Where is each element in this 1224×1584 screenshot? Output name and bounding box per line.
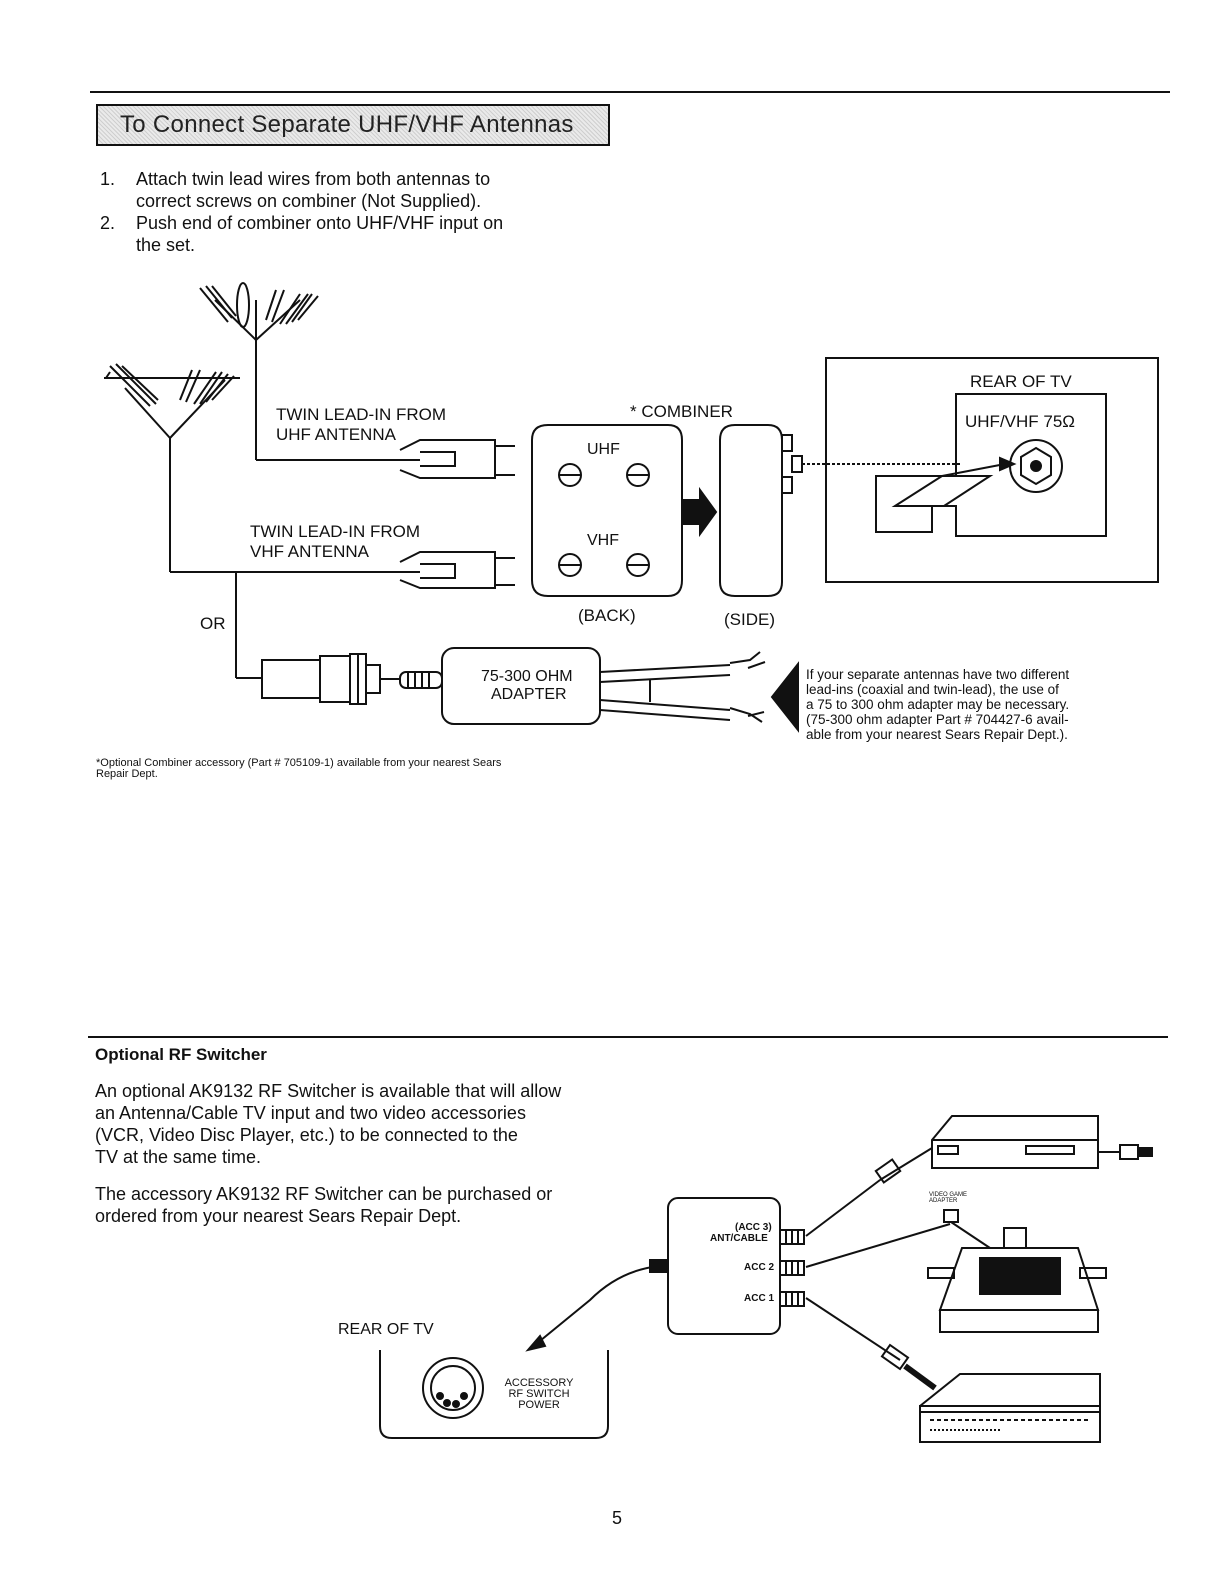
video-game-console-icon [927, 1209, 1107, 1333]
acc1-label: ACC 1 [744, 1293, 775, 1304]
accessory-line: ACCESSORY [504, 1377, 574, 1389]
uhf-lead-label-line2: UHF ANTENNA [276, 425, 396, 444]
cable-plug [649, 1259, 669, 1273]
video-game-line: VIDEO GAME [929, 1192, 968, 1198]
section2-title: Optional RF Switcher [95, 1045, 267, 1064]
video-game-line: ADAPTER [929, 1198, 958, 1204]
note-line: a 75 to 300 ohm adapter may be necessary… [806, 697, 1070, 712]
accessory-line: RF SWITCH [508, 1388, 570, 1400]
adapter-label-line2: ADAPTER [491, 686, 567, 703]
uhf-twin-lead-connector [399, 439, 515, 479]
footnote-line: Repair Dept. [96, 768, 158, 780]
vhf-lead-label-line2: VHF ANTENNA [250, 542, 370, 561]
acc2-label: ACC 2 [744, 1262, 775, 1273]
adapter-note: If your separate antennas have two diffe… [806, 667, 1158, 742]
tv-rear-panel [825, 357, 1159, 583]
note-pointer-icon [770, 661, 799, 733]
para-line: TV at the same time. [95, 1147, 262, 1167]
arrow-right-icon [683, 486, 718, 538]
tv-rear-panel-2 [379, 1350, 609, 1439]
adapter-label-line1: 75-300 OHM [481, 668, 573, 685]
para-line: (VCR, Video Disc Player, etc.) to be con… [95, 1125, 518, 1145]
back-view-label: (BACK) [578, 606, 636, 625]
step-item: 2. Push end of combiner onto UHF/VHF inp… [100, 212, 580, 256]
para-line: The accessory AK9132 RF Switcher can be … [95, 1184, 553, 1204]
page-number: 5 [612, 1508, 623, 1528]
power-cable [534, 1265, 661, 1346]
footnote: *Optional Combiner accessory (Part # 705… [96, 758, 696, 780]
accessory-power-label: ACCESSORY RF SWITCH POWER [493, 1378, 585, 1411]
section-title-banner: To Connect Separate UHF/VHF Antennas [96, 104, 610, 146]
step-number: 1. [100, 169, 116, 189]
rf-switcher-paragraph-2: The accessory AK9132 RF Switcher can be … [95, 1183, 655, 1227]
rear-of-tv-label: REAR OF TV [970, 372, 1072, 391]
note-line: able from your nearest Sears Repair Dept… [806, 727, 1068, 742]
step-text-line: Attach twin lead wires from both antenna… [136, 169, 491, 189]
top-rule [90, 91, 1170, 93]
or-label: OR [200, 614, 226, 633]
step-item: 1. Attach twin lead wires from both ante… [100, 168, 580, 212]
step-text-line: the set. [136, 235, 196, 255]
vhf-twin-lead-connector [399, 551, 515, 589]
accessory-line: POWER [518, 1399, 560, 1411]
step-number: 2. [100, 213, 116, 233]
note-line: lead-ins (coaxial and twin-lead), the us… [806, 682, 1059, 697]
tv-input-label: UHF/VHF 75Ω [965, 412, 1076, 431]
step-text-line: correct screws on combiner (Not Supplied… [136, 191, 482, 211]
note-line: If your separate antennas have two diffe… [806, 667, 1070, 682]
side-view-label: (SIDE) [724, 610, 775, 629]
video-disc-player-icon [919, 1373, 1101, 1443]
rf-switcher-paragraph-1: An optional AK9132 RF Switcher is availa… [95, 1080, 655, 1168]
combiner-label: * COMBINER [630, 402, 733, 421]
vhf-antenna-icon [104, 363, 420, 679]
accessory-cables [805, 1147, 951, 1391]
vcr-icon [931, 1115, 1153, 1169]
acc3-label: (ACC 3) [735, 1222, 772, 1233]
uhf-antenna-icon [199, 282, 420, 461]
para-line: An optional AK9132 RF Switcher is availa… [95, 1081, 562, 1101]
adapter-box [441, 647, 766, 725]
step-text-line: Push end of combiner onto UHF/VHF input … [136, 213, 504, 233]
para-line: ordered from your nearest Sears Repair D… [95, 1206, 462, 1226]
note-line: (75-300 ohm adapter Part # 704427-6 avai… [806, 712, 1069, 727]
video-game-adapter-label: VIDEO GAME ADAPTER [929, 1192, 967, 1204]
combiner-side-view [719, 424, 960, 597]
footnote-line: *Optional Combiner accessory (Part # 705… [96, 757, 502, 769]
section-title: To Connect Separate UHF/VHF Antennas [120, 111, 574, 138]
rear-of-tv-label-2: REAR OF TV [338, 1321, 434, 1338]
rf-switcher-box [667, 1197, 805, 1335]
cable-arrow-icon [525, 1334, 547, 1352]
vhf-terminal-label: VHF [587, 532, 619, 549]
section-rule [88, 1036, 1168, 1038]
combiner-back-view [531, 424, 683, 597]
para-line: an Antenna/Cable TV input and two video … [95, 1103, 526, 1123]
ant-cable-label: ANT/CABLE [710, 1233, 768, 1244]
instruction-steps: 1. Attach twin lead wires from both ante… [100, 168, 580, 256]
uhf-terminal-label: UHF [587, 441, 620, 458]
vhf-lead-label-line1: TWIN LEAD-IN FROM [250, 522, 420, 541]
uhf-lead-label-line1: TWIN LEAD-IN FROM [276, 405, 446, 424]
